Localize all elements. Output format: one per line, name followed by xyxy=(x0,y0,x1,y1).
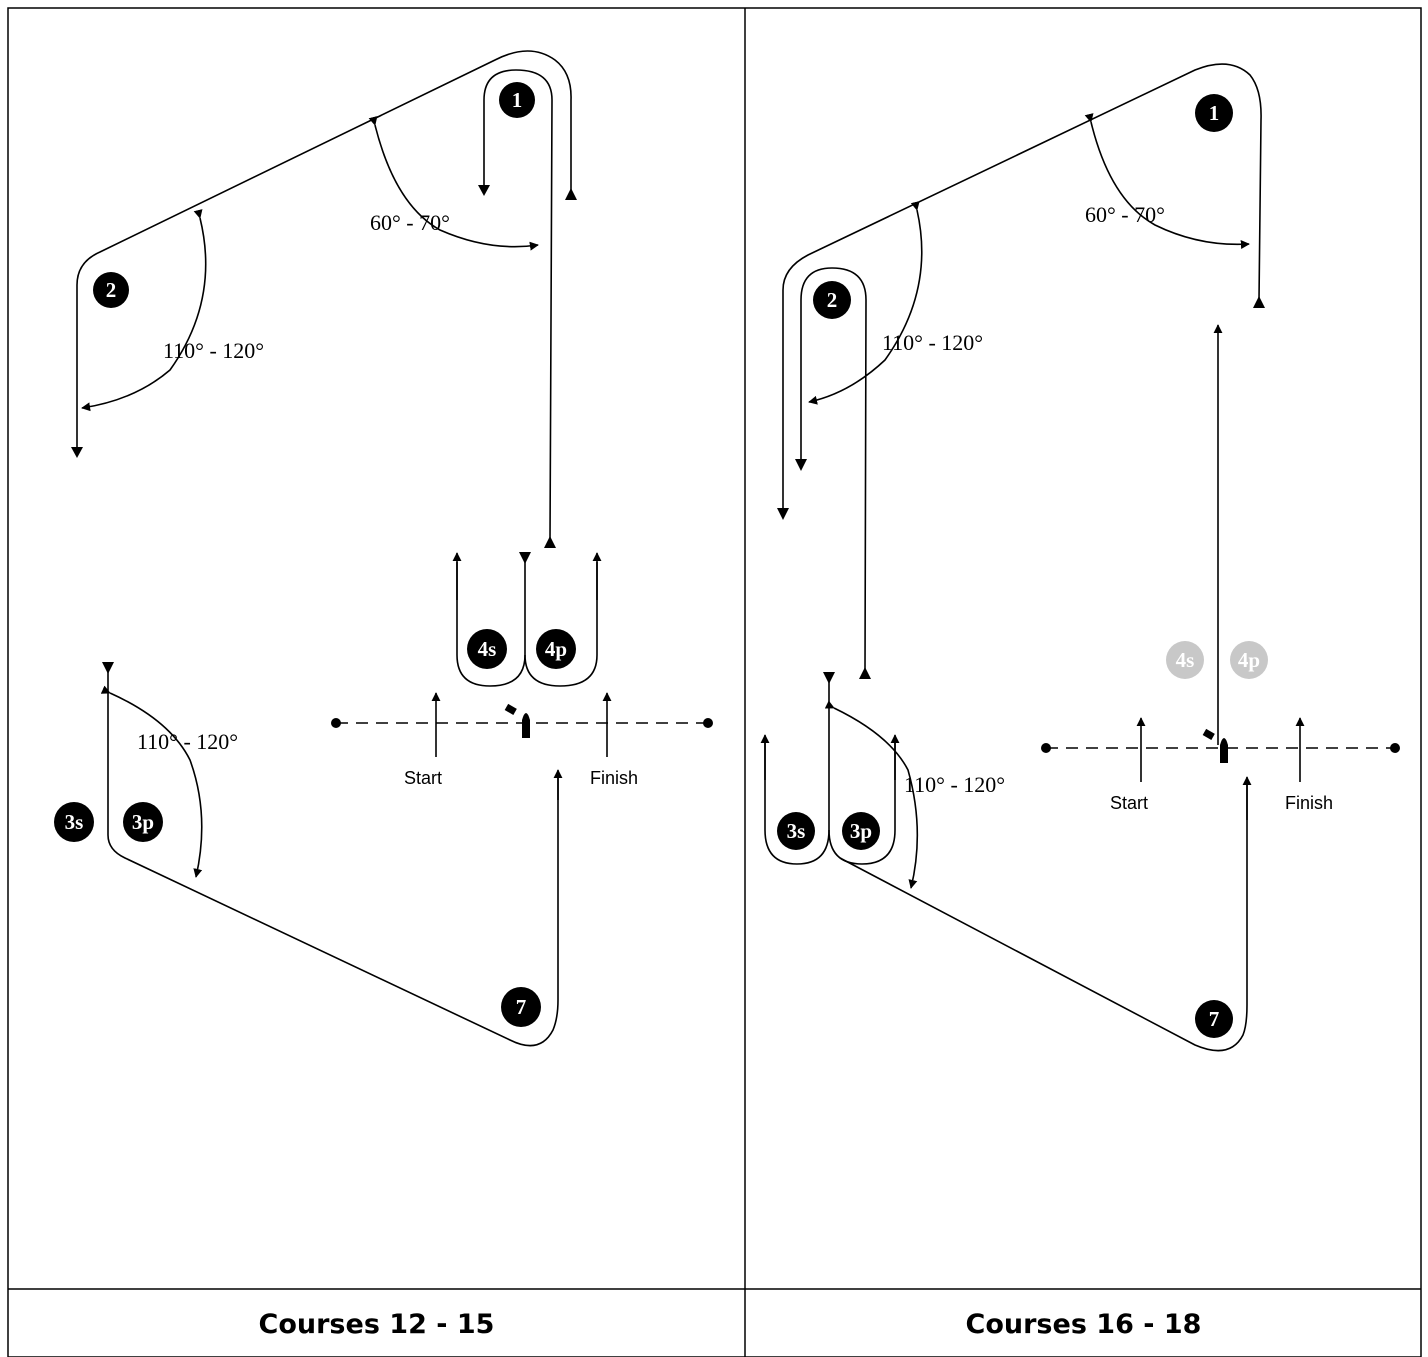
right-mark-3p: 3p xyxy=(842,812,880,850)
left-mark-4s: 4s xyxy=(467,629,507,669)
left-mark-1: 1 xyxy=(499,82,535,118)
left-committee-boat-icon xyxy=(504,703,530,738)
left-finish-label: Finish xyxy=(590,768,638,788)
caption-right: Courses 16 - 18 xyxy=(965,1309,1202,1340)
svg-text:4s: 4s xyxy=(1176,648,1195,672)
right-start-label: Start xyxy=(1110,793,1148,813)
left-mark-7: 7 xyxy=(501,987,541,1027)
svg-text:7: 7 xyxy=(516,995,527,1019)
svg-text:4p: 4p xyxy=(545,637,567,661)
right-mark-4s-inactive: 4s xyxy=(1166,641,1204,679)
right-course-line-bottom xyxy=(839,782,1248,1052)
right-mark-7: 7 xyxy=(1195,1000,1233,1038)
left-mark-2: 2 xyxy=(93,272,129,308)
svg-text:3p: 3p xyxy=(850,819,872,843)
right-course-diagram: 1 2 3s 3p 4s 4p 7 60° - 70° 110° - 120° … xyxy=(760,63,1400,1052)
svg-text:2: 2 xyxy=(106,278,117,302)
right-finish-label: Finish xyxy=(1285,793,1333,813)
svg-text:4p: 4p xyxy=(1238,648,1260,672)
right-committee-boat-icon xyxy=(1202,728,1228,763)
left-gate-4s xyxy=(456,560,526,687)
svg-text:1: 1 xyxy=(512,88,523,112)
left-course-diagram: 1 2 3s 3p 4s 4p 7 60° - 70° 110° - 120° … xyxy=(54,50,713,1047)
left-mark-3s: 3s xyxy=(54,802,94,842)
right-mark-4p-inactive: 4p xyxy=(1230,641,1268,679)
left-mark-4p: 4p xyxy=(536,629,576,669)
left-angle-top: 60° - 70° xyxy=(370,210,450,235)
right-mark-1: 1 xyxy=(1195,94,1233,132)
svg-text:3p: 3p xyxy=(132,810,154,834)
caption-left: Courses 12 - 15 xyxy=(258,1309,495,1340)
right-mark2-loop xyxy=(800,267,867,671)
svg-text:7: 7 xyxy=(1209,1007,1220,1031)
svg-text:4s: 4s xyxy=(478,637,497,661)
left-gate-4p xyxy=(524,562,598,687)
left-course-line-top xyxy=(76,50,572,450)
left-mark1-loop xyxy=(483,69,553,541)
right-angle-upper-left: 110° - 120° xyxy=(882,330,983,355)
svg-text:2: 2 xyxy=(827,288,838,312)
right-mark-3s: 3s xyxy=(777,812,815,850)
table-borders xyxy=(7,7,1422,1357)
svg-text:1: 1 xyxy=(1209,101,1220,125)
right-mark-2: 2 xyxy=(813,281,851,319)
svg-text:3s: 3s xyxy=(65,810,84,834)
left-angle-lower-left: 110° - 120° xyxy=(137,729,238,754)
left-mark-3p: 3p xyxy=(123,802,163,842)
left-start-label: Start xyxy=(404,768,442,788)
right-angle-top: 60° - 70° xyxy=(1085,202,1165,227)
right-course-line-top xyxy=(782,63,1262,512)
svg-text:3s: 3s xyxy=(787,819,806,843)
right-angle-lower-left: 110° - 120° xyxy=(904,772,1005,797)
left-angle-upper-left: 110° - 120° xyxy=(163,338,264,363)
